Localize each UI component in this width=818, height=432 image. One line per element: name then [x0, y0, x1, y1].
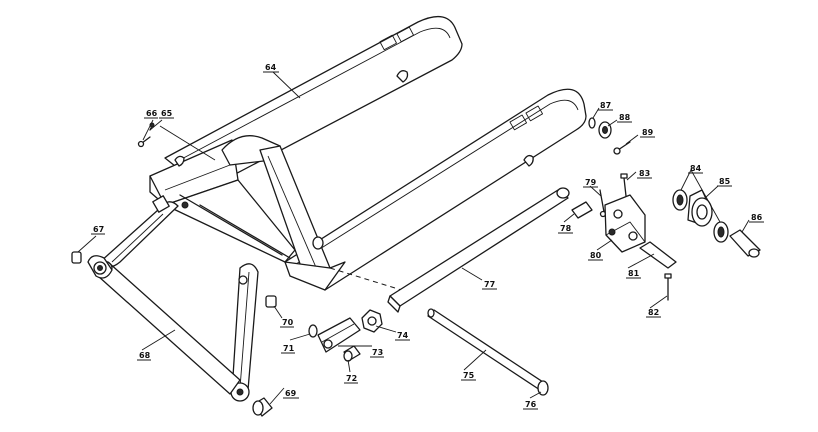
nut-88 [598, 121, 612, 139]
callout-88: 88 [617, 113, 632, 123]
callout-66: 66 [144, 109, 158, 119]
callout-84: 84 [688, 164, 703, 174]
svg-text:69: 69 [285, 389, 297, 398]
link-arm-lower [230, 263, 259, 402]
bearing-84a [672, 189, 688, 211]
callout-71: 71 [281, 344, 295, 354]
svg-text:71: 71 [283, 344, 295, 353]
callout-83: 83 [637, 169, 652, 179]
callout-89: 89 [640, 128, 655, 138]
svg-text:70: 70 [282, 318, 294, 327]
svg-text:83: 83 [639, 169, 650, 178]
axle-81 [639, 241, 677, 269]
callout-labels: 64 65 66 67 68 69 70 71 72 73 74 75 76 7… [91, 63, 764, 410]
callout-73: 73 [370, 348, 384, 358]
washer-71 [308, 324, 318, 338]
axle-86 [729, 229, 761, 258]
nut-74 [361, 309, 383, 333]
callout-76: 76 [523, 400, 538, 410]
callout-80: 80 [588, 251, 603, 261]
callout-74: 74 [395, 331, 410, 341]
svg-text:76: 76 [525, 400, 537, 409]
callout-78: 78 [558, 224, 573, 234]
alignment-line [329, 267, 409, 293]
callout-81: 81 [626, 269, 641, 279]
leader-lines [77, 71, 750, 405]
pin-78 [571, 201, 593, 219]
svg-text:72: 72 [346, 374, 357, 383]
bushing-69 [252, 397, 273, 417]
svg-text:86: 86 [751, 213, 763, 222]
lower-fork [284, 88, 587, 291]
svg-text:84: 84 [690, 164, 702, 173]
svg-text:77: 77 [484, 280, 495, 289]
callout-77: 77 [482, 280, 497, 290]
bolt-89 [613, 141, 631, 155]
callout-87: 87 [598, 101, 613, 111]
push-rod-77 [387, 187, 570, 313]
svg-text:68: 68 [139, 351, 151, 360]
svg-text:81: 81 [628, 269, 640, 278]
rear-axle-tube [87, 255, 241, 395]
roller-85 [687, 189, 713, 227]
snap-ring-76 [537, 380, 549, 396]
pin-82 [664, 273, 672, 301]
callout-64: 64 [263, 63, 279, 73]
callout-67: 67 [91, 225, 105, 235]
wheel-bracket-80 [604, 194, 646, 253]
svg-text:89: 89 [642, 128, 654, 137]
callout-68: 68 [137, 351, 151, 361]
svg-text:67: 67 [93, 225, 104, 234]
callout-85: 85 [717, 177, 732, 187]
callout-72: 72 [344, 374, 358, 384]
svg-text:85: 85 [719, 177, 731, 186]
callout-75: 75 [461, 371, 476, 381]
svg-text:66: 66 [146, 109, 158, 118]
svg-text:80: 80 [590, 251, 602, 260]
svg-text:82: 82 [648, 308, 659, 317]
screw-65-66 [137, 122, 155, 148]
svg-text:87: 87 [600, 101, 611, 110]
callout-69: 69 [283, 389, 299, 399]
svg-text:74: 74 [397, 331, 409, 340]
callout-70: 70 [280, 318, 294, 328]
svg-text:75: 75 [463, 371, 475, 380]
callout-82: 82 [646, 308, 661, 318]
callout-79: 79 [583, 178, 598, 188]
callout-86: 86 [749, 213, 764, 223]
pin-72 [343, 345, 361, 362]
rod-75 [427, 308, 547, 391]
washer-87 [588, 117, 596, 129]
bearing-84b [713, 221, 729, 243]
link-arm-upper [99, 195, 179, 268]
pin-67 [71, 251, 82, 264]
svg-text:65: 65 [161, 109, 173, 118]
svg-text:64: 64 [265, 63, 277, 72]
clevis-73 [317, 317, 361, 353]
svg-text:79: 79 [585, 178, 597, 187]
svg-text:78: 78 [560, 224, 572, 233]
callout-65: 65 [159, 109, 174, 119]
bushing-70 [265, 295, 277, 308]
screw-83 [620, 173, 628, 197]
svg-text:73: 73 [372, 348, 383, 357]
svg-text:88: 88 [619, 113, 631, 122]
frame-crossbeam [149, 135, 346, 291]
